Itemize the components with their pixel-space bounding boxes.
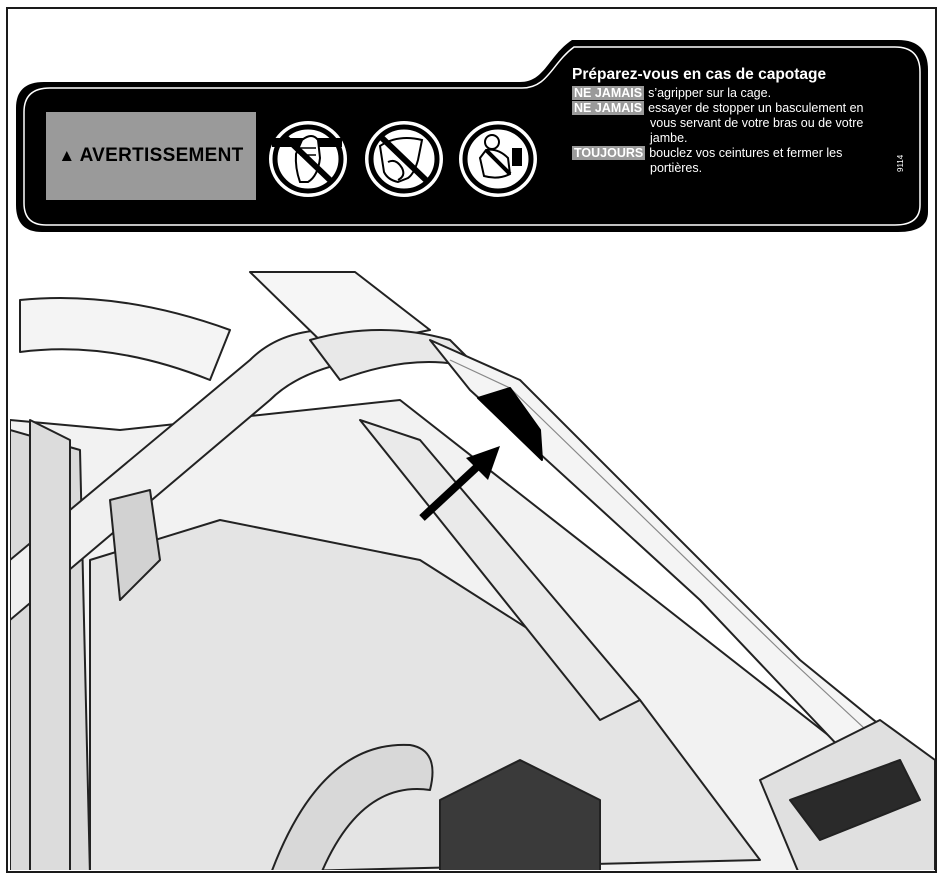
signal-word-panel: ▲AVERTISSEMENT (46, 112, 256, 200)
keyword-badge: NE JAMAIS (572, 101, 645, 115)
seatbelt-icon (459, 121, 537, 197)
warning-triangle-icon: ▲ (58, 146, 76, 165)
arrow-icon (419, 446, 500, 521)
no-limb-out-icon (365, 121, 443, 197)
instruction-continuation: portières. (650, 161, 703, 175)
instruction-text: essayer de stopper un basculement en (648, 101, 864, 115)
warning-message: Préparez-vous en cas de capotage NE JAMA… (572, 66, 902, 176)
instruction-text: bouclez vos ceintures et fermer les (649, 146, 843, 160)
signal-word: AVERTISSEMENT (79, 145, 244, 166)
keyword-badge: TOUJOURS (572, 146, 646, 160)
instruction-text: s’agripper sur la cage. (648, 86, 772, 100)
instruction-continuation: vous servant de votre bras ou de votre (650, 116, 864, 130)
warning-title: Préparez-vous en cas de capotage (572, 66, 827, 83)
no-grab-cage-icon (269, 121, 347, 197)
keyword-badge: NE JAMAIS (572, 86, 645, 100)
instruction-continuation: jambe. (650, 131, 688, 145)
